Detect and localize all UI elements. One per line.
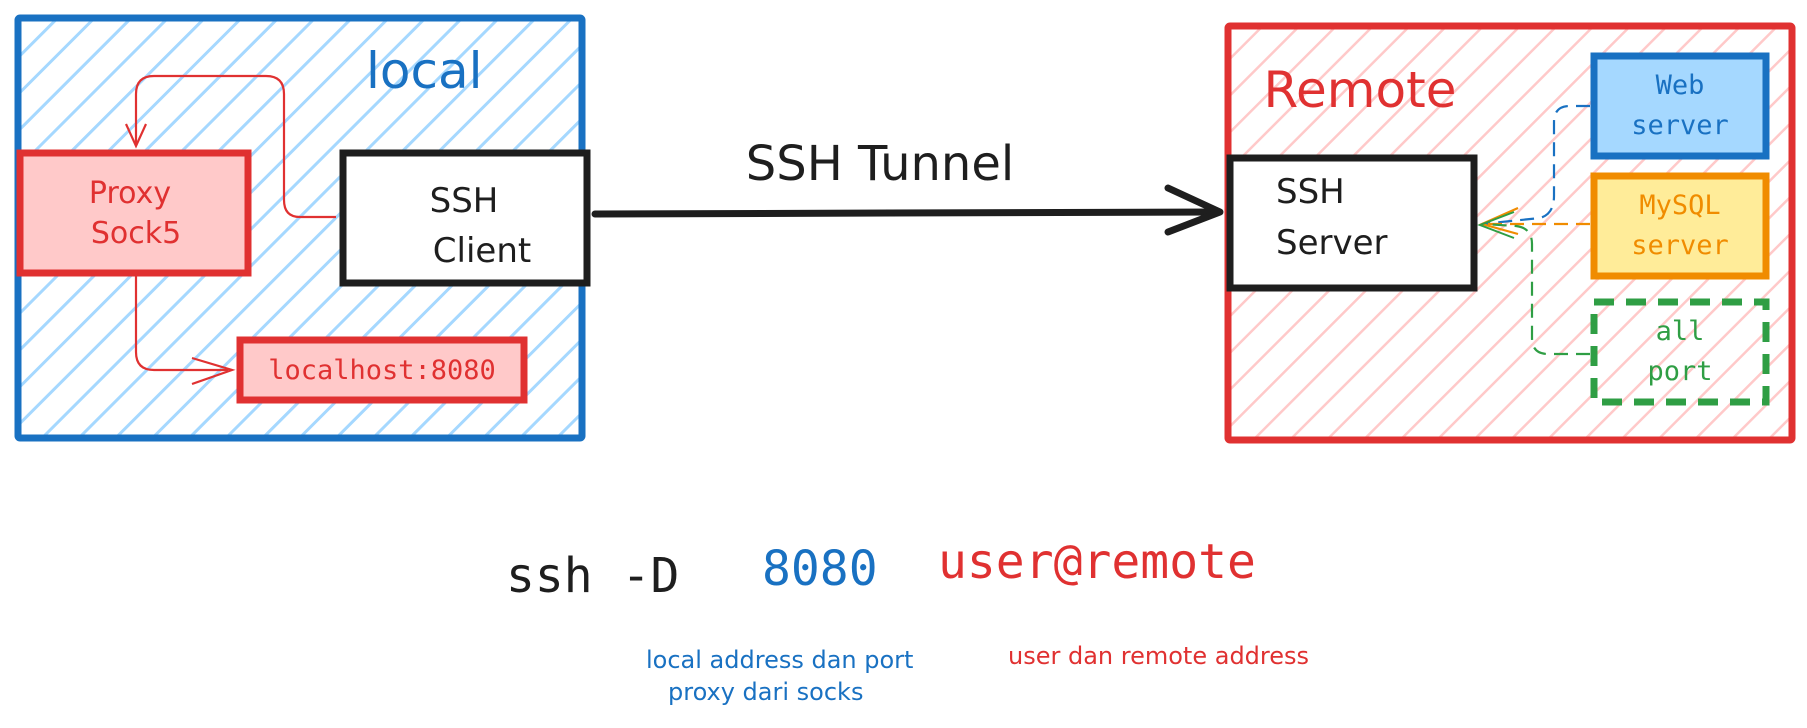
ssh-server-box: SSH Server bbox=[1226, 154, 1478, 292]
ssh-server-line1: SSH bbox=[1276, 172, 1345, 212]
ssh-tunnel-arrowhead bbox=[1164, 184, 1224, 236]
local-zone: local Proxy Sock5 SSH Client localhost:8… bbox=[14, 14, 591, 442]
proxy-to-localhost-arrow bbox=[134, 276, 228, 372]
port-note-line1: local address dan port bbox=[646, 646, 913, 674]
ssh-client-line2: Client bbox=[433, 231, 531, 271]
ssh-tunnel-arrow bbox=[591, 208, 1222, 218]
remote-zone: Remote SSH Server Web server MySQL serve… bbox=[1224, 22, 1796, 444]
ssh-tunnel-label: SSH Tunnel bbox=[746, 136, 1014, 192]
target-note: user dan remote address bbox=[1008, 642, 1309, 670]
proxy-sock5-box: Proxy Sock5 bbox=[16, 149, 252, 277]
all-port-line2: port bbox=[1647, 356, 1712, 387]
proxy-to-localhost-arrowhead bbox=[191, 356, 236, 386]
mysql-server-line2: server bbox=[1631, 230, 1729, 261]
client-to-proxy-arrow bbox=[134, 74, 336, 219]
mysql-server-line1: MySQL bbox=[1639, 190, 1720, 221]
web-server-line1: Web bbox=[1656, 70, 1705, 101]
all-port-box: all port bbox=[1590, 298, 1770, 406]
notes: local address dan port proxy dari socks … bbox=[646, 642, 1309, 706]
command-port: 8080 bbox=[762, 541, 878, 597]
local-title: local bbox=[366, 42, 483, 100]
localhost-label: localhost:8080 bbox=[268, 355, 496, 386]
port-note-line2: proxy dari socks bbox=[668, 678, 863, 706]
ssh-client-line1: SSH bbox=[430, 181, 499, 221]
command-line: ssh -D 8080 user@remote bbox=[506, 534, 1256, 604]
web-to-ssh-connector bbox=[1481, 104, 1590, 226]
proxy-label-line2: Sock5 bbox=[91, 216, 181, 251]
web-server-box: Web server bbox=[1590, 52, 1770, 160]
ssh-client-box: SSH Client bbox=[339, 149, 591, 287]
all-port-line1: all bbox=[1656, 316, 1705, 347]
localhost-box: localhost:8080 bbox=[236, 336, 528, 404]
ssh-tunnel: SSH Tunnel bbox=[591, 136, 1224, 236]
client-to-proxy-arrowhead bbox=[124, 123, 148, 149]
web-server-line2: server bbox=[1631, 110, 1729, 141]
ssh-server-line2: Server bbox=[1276, 223, 1388, 263]
services-arrowhead-green bbox=[1477, 211, 1515, 239]
allport-to-ssh-connector bbox=[1483, 222, 1590, 356]
remote-title: Remote bbox=[1264, 61, 1457, 119]
mysql-server-box: MySQL server bbox=[1590, 172, 1770, 280]
command-ssh: ssh -D bbox=[506, 548, 679, 604]
command-target: user@remote bbox=[938, 534, 1256, 590]
proxy-label-line1: Proxy bbox=[89, 176, 171, 211]
